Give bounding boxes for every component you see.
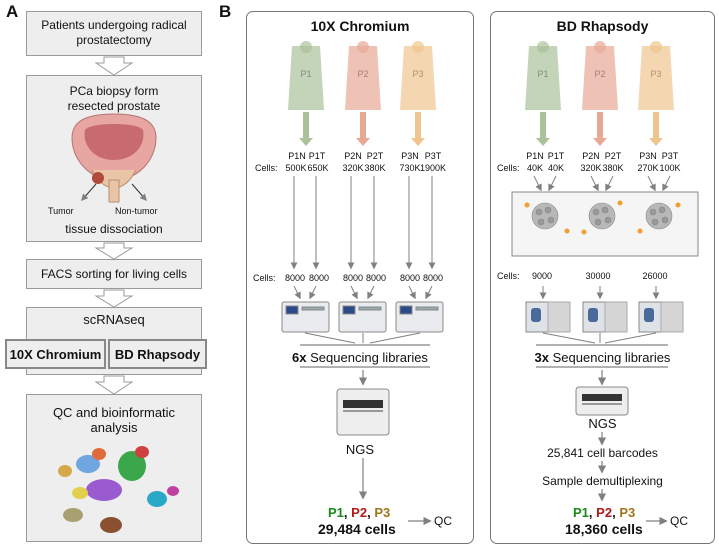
- panel-a-letter: A: [6, 2, 19, 21]
- rhapsody-loaded-label: Cells:: [497, 271, 520, 281]
- rhapsody-sample-p1t: P1T: [547, 151, 565, 161]
- chromium-result-p3: P3: [374, 505, 391, 520]
- rhapsody-ngs-label: NGS: [588, 416, 617, 431]
- chromium-result-sep2: ,: [367, 505, 371, 520]
- rhapsody-sample-p1n: P1N: [526, 151, 544, 161]
- rhapsody-input-cells-6: 100K: [659, 163, 681, 173]
- rhapsody-result-p1: P1: [573, 505, 589, 520]
- chromium-result-p1: P1: [328, 505, 344, 520]
- chromium-result-p2: P2: [351, 505, 368, 520]
- panel-b-letter: B: [219, 2, 232, 21]
- rhapsody-patient-p3: P3: [650, 69, 662, 79]
- chromium-input-cells-3: 320K: [342, 163, 364, 173]
- step-facs-text: FACS sorting for living cells: [40, 267, 188, 281]
- chromium-sample-p2n: P2N: [344, 151, 362, 161]
- chromium-loaded-2: 8000: [308, 273, 330, 283]
- rhapsody-loaded-1: 9000: [531, 271, 553, 281]
- chromium-ngs-label: NGS: [345, 442, 375, 457]
- step-patients-box: Patients undergoing radical prostatectom…: [26, 11, 202, 56]
- rhapsody-input-cells-2: 40K: [547, 163, 564, 173]
- chromium-patient-p2: P2: [357, 69, 369, 79]
- rhapsody-cells-label: Cells:: [497, 163, 520, 173]
- chromium-title: 10X Chromium: [310, 18, 410, 34]
- chromium-cells-label: Cells:: [255, 163, 278, 173]
- rhapsody-libraries-count: 3x: [534, 350, 550, 365]
- rhapsody-patient-p2: P2: [594, 69, 606, 79]
- rhapsody-loaded-2: 30000: [585, 271, 611, 281]
- chromium-input-cells-4: 380K: [364, 163, 386, 173]
- chromium-result-sep1: ,: [343, 505, 348, 520]
- rhapsody-title: BD Rhapsody: [556, 18, 649, 34]
- platform-10x-box: 10X Chromium: [5, 339, 106, 369]
- step-patients-text: Patients undergoing radical prostatectom…: [41, 18, 187, 47]
- chromium-libraries-text: Sequencing libraries: [310, 350, 428, 365]
- rhapsody-demux: Sample demultiplexing: [542, 474, 663, 488]
- step-scrnaseq-text: scRNAseq: [83, 312, 145, 327]
- chromium-sample-p3n: P3N: [401, 151, 419, 161]
- rhapsody-sample-p2n: P2N: [582, 151, 600, 161]
- rhapsody-input-cells-1: 40K: [526, 163, 543, 173]
- platform-bd-text: BD Rhapsody: [114, 347, 201, 362]
- chromium-input-cells-2: 650K: [307, 163, 329, 173]
- rhapsody-result-patients: P1, P2, P3: [573, 505, 635, 520]
- rhapsody-patient-p1: P1: [537, 69, 549, 79]
- chromium-sample-p1t: P1T: [308, 151, 326, 161]
- chromium-sample-p3t: P3T: [424, 151, 442, 161]
- chromium-libraries-count: 6x: [292, 350, 307, 365]
- platform-bd-box: BD Rhapsody: [108, 339, 207, 369]
- rhapsody-sample-p2t: P2T: [604, 151, 622, 161]
- rhapsody-input-cells-5: 270K: [637, 163, 659, 173]
- rhapsody-loaded-3: 26000: [642, 271, 668, 281]
- step-biopsy-title: PCa biopsy form resected prostate: [67, 84, 161, 113]
- platform-10x-text: 10X Chromium: [9, 347, 102, 362]
- chromium-loaded-label: Cells:: [253, 273, 276, 283]
- chromium-patient-p1: P1: [300, 69, 312, 79]
- rhapsody-result-sep2: ,: [612, 505, 616, 520]
- chromium-loaded-3: 8000: [342, 273, 364, 283]
- step-dissociation-text: tissue dissociation: [65, 222, 163, 236]
- step-facs-box: FACS sorting for living cells: [26, 259, 202, 289]
- rhapsody-libraries: 3x Sequencing libraries: [490, 350, 715, 365]
- rhapsody-result-p3: P3: [619, 505, 636, 520]
- chevron-arrow-3: [94, 289, 134, 308]
- chromium-sample-p2t: P2T: [366, 151, 384, 161]
- rhapsody-libraries-text: Sequencing libraries: [552, 350, 671, 365]
- chromium-result-cells: 29,484 cells: [318, 521, 396, 537]
- chromium-input-cells-1: 500K: [285, 163, 307, 173]
- nontumor-label: Non-tumor: [115, 206, 158, 216]
- chromium-loaded-5: 8000: [399, 273, 421, 283]
- rhapsody-barcodes: 25,841 cell barcodes: [547, 446, 658, 460]
- rhapsody-result-p2: P2: [596, 505, 613, 520]
- rhapsody-input-cells-4: 380K: [602, 163, 624, 173]
- rhapsody-sample-p3n: P3N: [639, 151, 657, 161]
- rhapsody-result-cells: 18,360 cells: [565, 521, 643, 537]
- step-qc-text: QC and bioinformatic analysis: [52, 405, 176, 435]
- chromium-result-patients: P1, P2, P3: [328, 505, 390, 520]
- chromium-input-cells-6: 1900K: [419, 163, 447, 173]
- tumor-label: Tumor: [48, 206, 74, 216]
- step-biopsy-box: PCa biopsy form resected prostate tissue…: [26, 75, 202, 242]
- chromium-loaded-4: 8000: [365, 273, 387, 283]
- chromium-loaded-1: 8000: [284, 273, 306, 283]
- chevron-arrow-2: [94, 242, 134, 260]
- chromium-qc-label: QC: [434, 514, 452, 528]
- chromium-loaded-6: 8000: [422, 273, 444, 283]
- rhapsody-result-sep1: ,: [588, 505, 593, 520]
- step-qc-box: QC and bioinformatic analysis: [26, 394, 202, 542]
- rhapsody-input-cells-3: 320K: [580, 163, 602, 173]
- chromium-input-cells-5: 730K: [399, 163, 421, 173]
- chromium-sample-p1n: P1N: [288, 151, 306, 161]
- rhapsody-qc-label: QC: [670, 514, 688, 528]
- chevron-arrow-1: [94, 56, 134, 76]
- rhapsody-sample-p3t: P3T: [661, 151, 679, 161]
- chevron-arrow-4: [94, 375, 134, 395]
- rhapsody-staining-label: Sample-tag staining: [551, 240, 659, 254]
- chromium-patient-p3: P3: [412, 69, 424, 79]
- chromium-libraries: 6x Sequencing libraries: [246, 350, 474, 365]
